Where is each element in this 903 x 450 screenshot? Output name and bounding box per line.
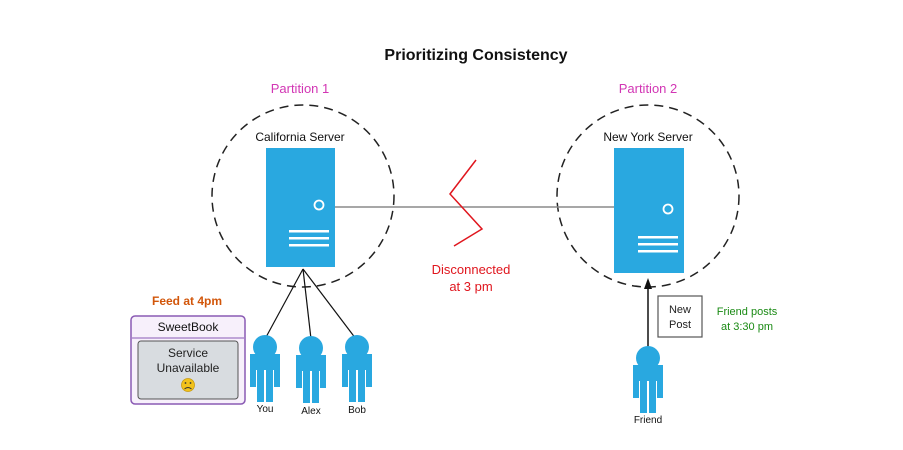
- link-you: [264, 268, 304, 340]
- link-bob: [302, 268, 357, 340]
- new-york-server-icon: [614, 148, 684, 273]
- california-server-icon: [266, 148, 335, 267]
- friend-label: Friend: [634, 415, 662, 426]
- person-alex-icon: [296, 336, 326, 403]
- service-status-line1: Service: [168, 346, 208, 360]
- person-bob-icon: [342, 335, 372, 402]
- disconnected-time: at 3 pm: [449, 279, 492, 294]
- app-screen: [137, 340, 239, 400]
- diagram-title: Prioritizing Consistency: [384, 47, 567, 64]
- partition-1-label: Partition 1: [271, 81, 330, 96]
- person-friend-icon: [633, 346, 663, 413]
- partition-2-label: Partition 2: [619, 81, 678, 96]
- service-status-line2: Unavailable: [157, 361, 220, 375]
- user-you-label: You: [257, 404, 274, 415]
- app-name: SweetBook: [158, 320, 220, 334]
- disconnect-bolt: [449, 159, 484, 247]
- friend-note-line2: at 3:30 pm: [721, 321, 773, 333]
- new-post-line2: Post: [669, 319, 691, 331]
- person-you-icon: [250, 335, 280, 402]
- disconnected-label: Disconnected: [432, 262, 511, 277]
- partition-1-boundary: [211, 104, 395, 288]
- friend-post-arrow: [644, 278, 652, 350]
- user-alex-label: Alex: [301, 406, 320, 417]
- new-post-line1: New: [669, 304, 691, 316]
- friend-note-line1: Friend posts: [717, 306, 778, 318]
- feed-caption: Feed at 4pm: [152, 294, 222, 308]
- user-bob-label: Bob: [348, 405, 366, 416]
- link-alex: [302, 268, 312, 340]
- sad-face-icon: [181, 378, 195, 392]
- california-server-label: California Server: [255, 130, 344, 144]
- new-post-box: [657, 295, 703, 338]
- new-york-server-label: New York Server: [603, 130, 692, 144]
